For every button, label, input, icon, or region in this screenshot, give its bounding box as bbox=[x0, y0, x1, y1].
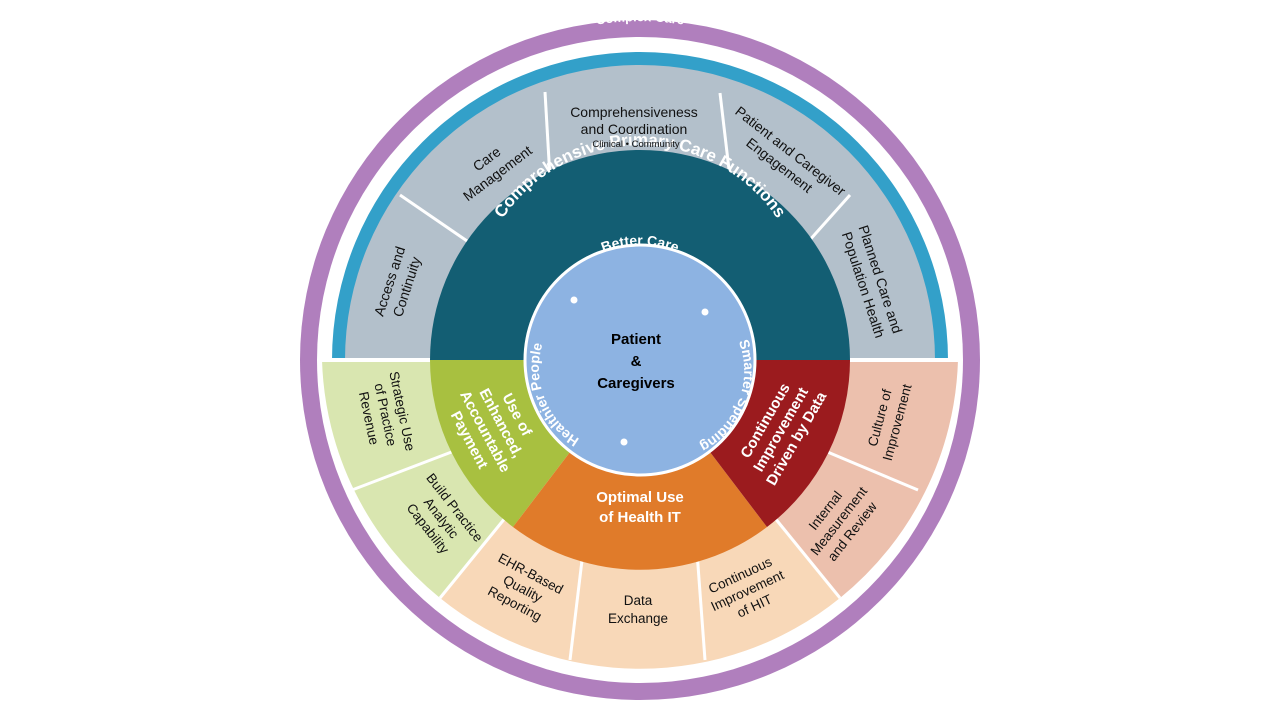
segment-comprehensiveness-line-1: Comprehensiveness bbox=[570, 104, 698, 120]
center-circle bbox=[523, 243, 757, 477]
health-it-title-line-1: Optimal Use bbox=[596, 489, 684, 506]
primary-care-segment-band bbox=[345, 65, 935, 360]
health-it-title: Optimal Use of Health IT bbox=[596, 489, 684, 526]
payment-segment-band bbox=[322, 360, 510, 598]
complex-care-label: Complex Care bbox=[595, 9, 686, 27]
segment-comprehensiveness-line-2: and Coordination bbox=[581, 121, 688, 137]
health-it-title-line-2: of Health IT bbox=[599, 509, 681, 526]
segment-data-exchange-line-1: Data bbox=[624, 593, 653, 608]
segment-comprehensiveness-sub: Clinical • Community bbox=[592, 139, 680, 150]
center-line-2: & bbox=[631, 353, 642, 370]
improvement-segment-band bbox=[770, 360, 958, 598]
better-care-label: Better Care bbox=[599, 232, 682, 255]
segment-dividers bbox=[322, 91, 958, 661]
segment-data-exchange: Data Exchange bbox=[608, 593, 668, 626]
center-line-1: Patient bbox=[611, 331, 661, 348]
center-dots bbox=[570, 296, 709, 446]
segment-data-exchange-line-2: Exchange bbox=[608, 611, 668, 626]
center-line-3: Caregivers bbox=[597, 375, 675, 392]
center-label: Patient & Caregivers bbox=[597, 331, 675, 392]
segment-comprehensiveness: Comprehensiveness and Coordination Clini… bbox=[570, 104, 698, 150]
health-it-segment-band bbox=[440, 512, 840, 669]
